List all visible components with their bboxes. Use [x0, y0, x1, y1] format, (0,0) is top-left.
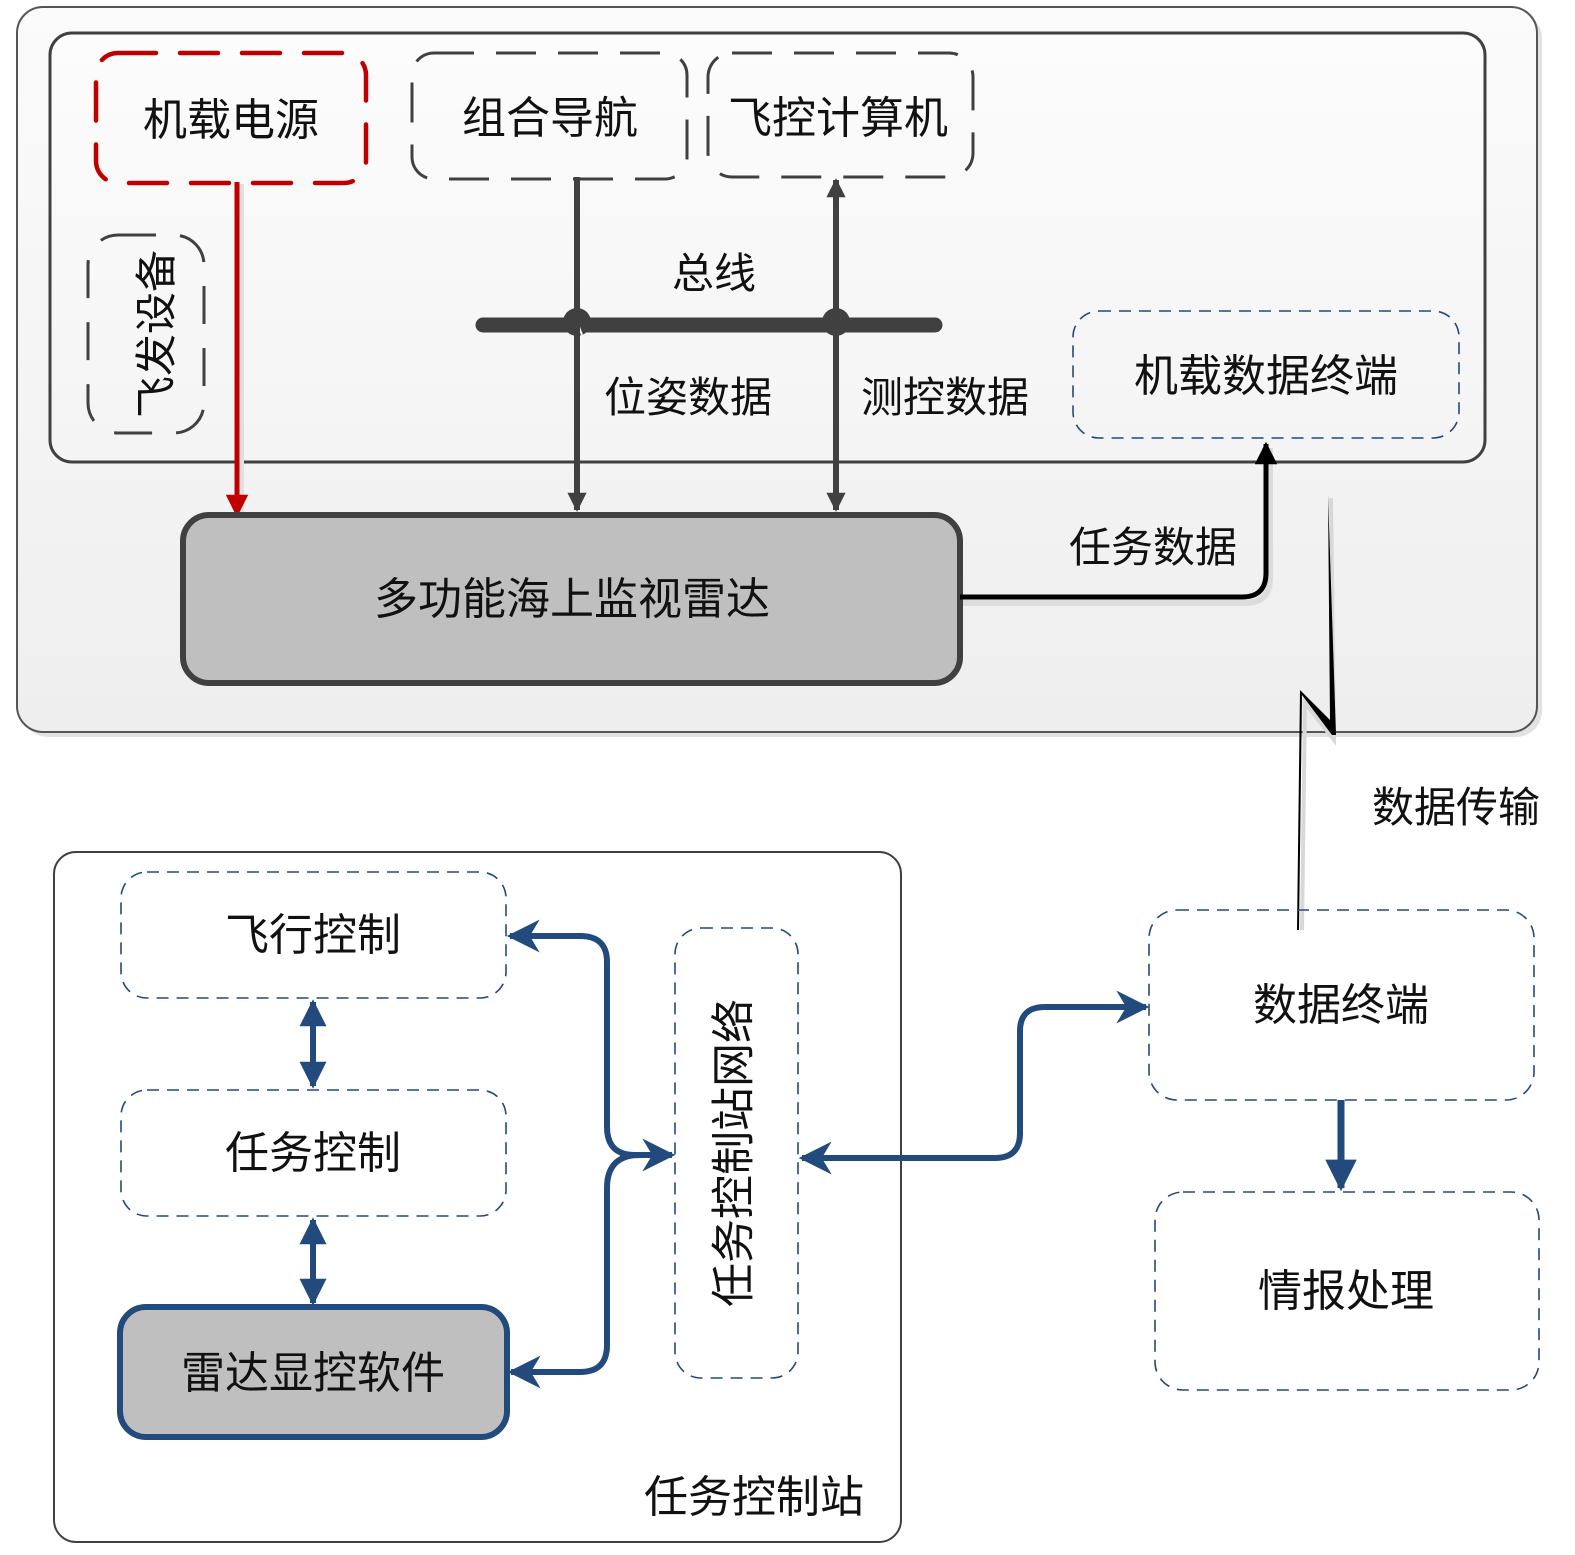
- node-radar[interactable]: 多功能海上监视雷达: [180, 512, 963, 686]
- node-intel-processing[interactable]: 情报处理: [1154, 1191, 1540, 1391]
- node-mission-control[interactable]: 任务控制: [120, 1089, 507, 1217]
- edge-radar-to-airborne-terminal: [960, 441, 1278, 600]
- data-transmission-label: 数据传输: [1372, 783, 1540, 832]
- mission-data-label: 任务数据: [1069, 523, 1237, 572]
- node-intel-processing-label: 情报处理: [1258, 1266, 1434, 1317]
- node-radar-label: 多功能海上监视雷达: [374, 574, 770, 625]
- node-airborne-data-terminal[interactable]: 机载数据终端: [1072, 310, 1460, 439]
- node-launch-equipment[interactable]: 飞发设备: [86, 233, 206, 435]
- node-airborne-data-terminal-label: 机载数据终端: [1134, 351, 1398, 402]
- edge-network-data-terminal: [798, 990, 1150, 1175]
- node-launch-equipment-label: 飞发设备: [132, 250, 181, 418]
- node-mission-control-label: 任务控制: [225, 1128, 401, 1179]
- node-flight-computer[interactable]: 飞控计算机: [706, 51, 975, 179]
- node-power[interactable]: 机载电源: [93, 50, 369, 186]
- node-data-terminal-label: 数据终端: [1253, 980, 1429, 1031]
- ground-station-title: 任务控制站: [644, 1472, 864, 1523]
- lightning-link: [1297, 494, 1337, 931]
- node-flight-computer-label: 飞控计算机: [728, 93, 948, 144]
- node-integrated-nav[interactable]: 组合导航: [410, 51, 689, 181]
- bus-label: 总线: [672, 249, 756, 298]
- node-station-network-label: 任务控制站网络: [709, 999, 760, 1307]
- node-station-network[interactable]: 任务控制站网络: [674, 927, 799, 1379]
- node-integrated-nav-label: 组合导航: [462, 93, 638, 144]
- edge-network-to-radar-software: [507, 1152, 641, 1389]
- node-flight-control[interactable]: 飞行控制: [120, 871, 507, 999]
- pose-data-label: 位姿数据: [604, 373, 772, 422]
- node-data-terminal[interactable]: 数据终端: [1148, 909, 1535, 1101]
- airborne-inner-frame: [48, 31, 1487, 464]
- node-radar-display-software[interactable]: 雷达显控软件: [117, 1304, 510, 1440]
- tt-data-label: 测控数据: [861, 373, 1029, 422]
- node-flight-control-label: 飞行控制: [225, 910, 401, 961]
- node-radar-display-software-label: 雷达显控软件: [181, 1348, 445, 1399]
- node-power-label: 机载电源: [143, 95, 319, 146]
